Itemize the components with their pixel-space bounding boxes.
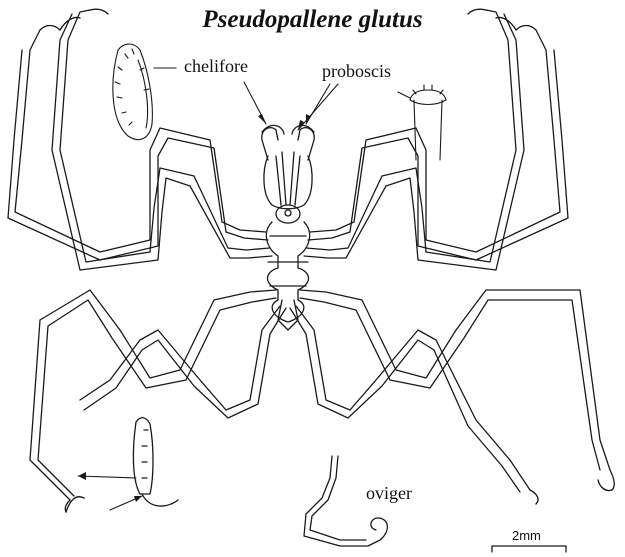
legs-posterior	[30, 290, 614, 512]
terminal-claw-inset	[133, 418, 178, 506]
leader-claw-inset-a	[78, 476, 136, 478]
legs-anterior	[8, 10, 568, 270]
scale-bar-label: 2mm	[512, 528, 541, 543]
claws	[60, 9, 612, 512]
leader-lines	[78, 68, 410, 510]
label-chelifore: chelifore	[184, 56, 248, 77]
leader-proboscis-a	[306, 84, 330, 124]
label-oviger: oviger	[366, 483, 412, 504]
label-proboscis: proboscis	[322, 61, 391, 82]
arrowheads	[78, 114, 310, 502]
scale-bar	[492, 546, 566, 552]
chelifore-detail-inset	[113, 44, 153, 140]
leader-proboscis-inset	[398, 92, 410, 98]
body	[264, 152, 312, 330]
proboscis-detail-inset	[410, 85, 446, 160]
leader-proboscis-b	[298, 84, 338, 130]
chelifores	[262, 125, 315, 160]
